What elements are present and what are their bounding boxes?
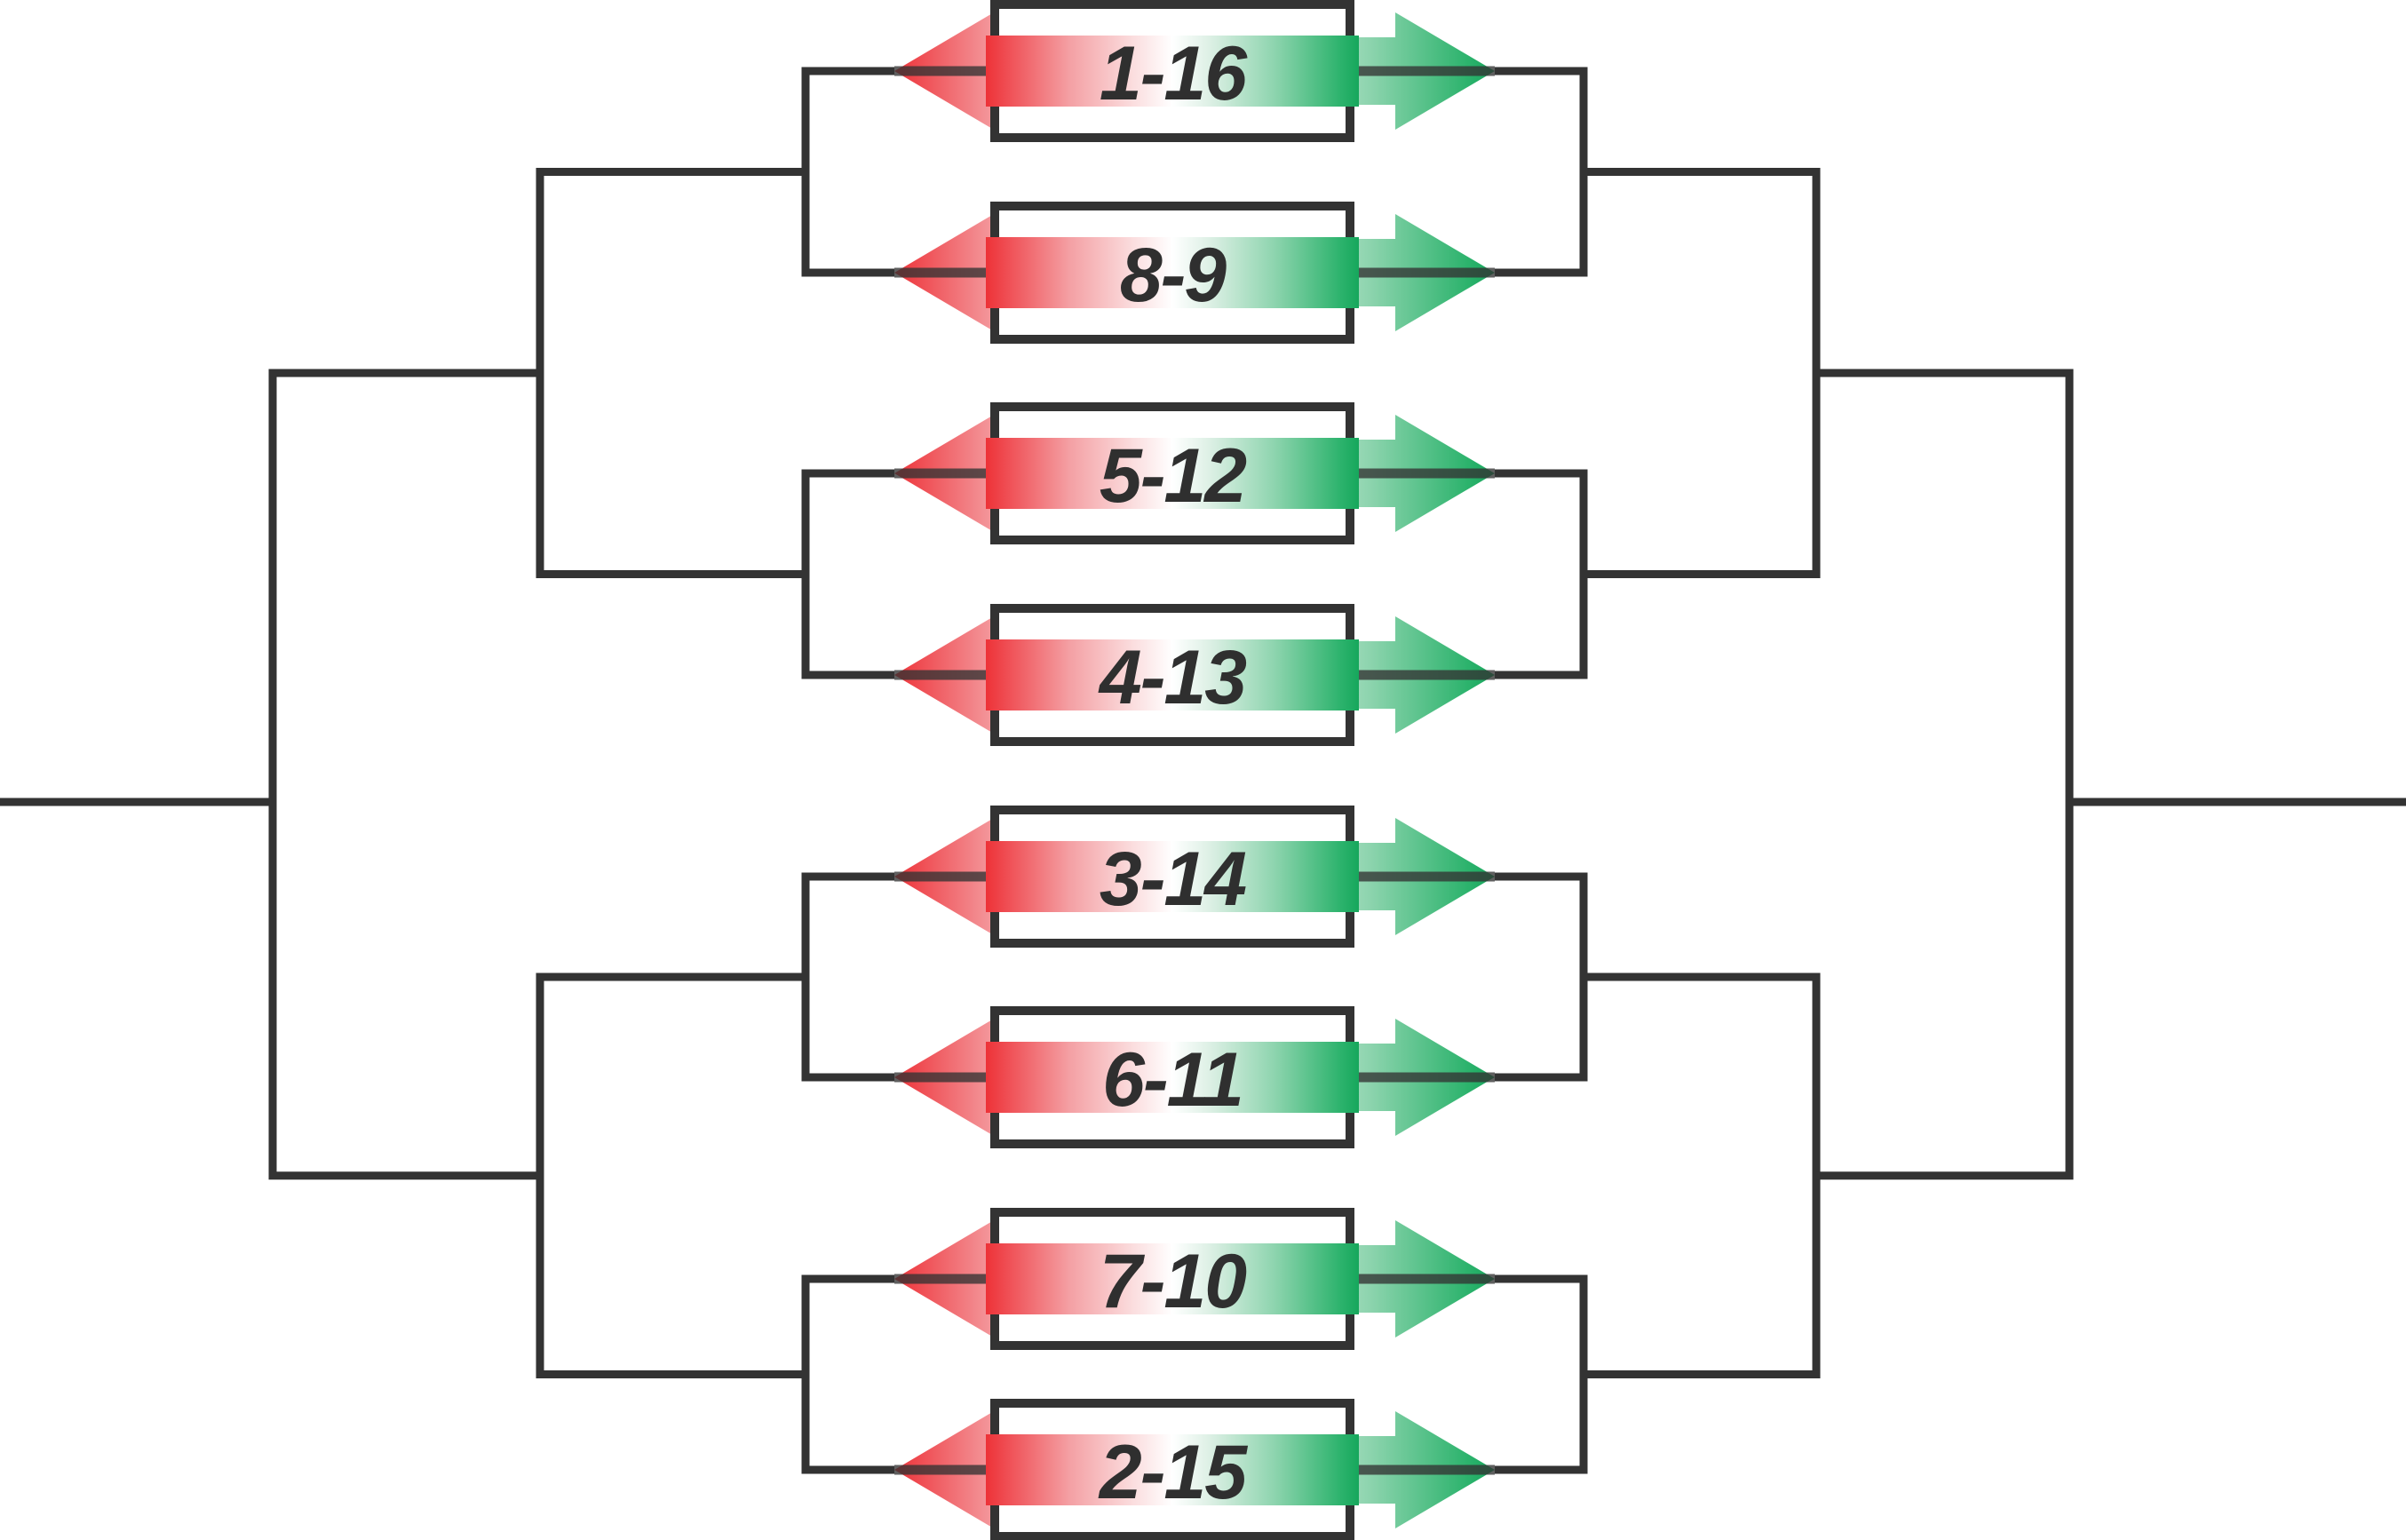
- right-round2-join-2: [1584, 972, 1821, 1378]
- match-band-right: [1172, 1042, 1359, 1113]
- match-label: 7-10: [1100, 1239, 1246, 1324]
- match-band-left: [986, 639, 1172, 710]
- match-band-right: [1172, 841, 1359, 912]
- match-band-left: [986, 1243, 1172, 1314]
- match-label: 8-9: [1120, 233, 1227, 318]
- match-band-left: [986, 237, 1172, 308]
- right-round1-join-2: [1495, 469, 1588, 679]
- match-labels: 1-16 8-9 5-12 4-13 3-14 6-11 7-10 2-15: [1098, 31, 1250, 1515]
- right-round2-join-1: [1584, 168, 1821, 578]
- right-round1-join-3: [1495, 872, 1588, 1082]
- right-round3-join: [1816, 369, 2074, 1180]
- match-label: 6-11: [1102, 1037, 1243, 1123]
- match-bands: [986, 36, 1359, 1505]
- match-band-left: [986, 1042, 1172, 1113]
- match-band-right: [1172, 237, 1359, 308]
- match-band-right: [1172, 639, 1359, 710]
- left-round1-join-3: [801, 872, 894, 1082]
- match-band-left: [986, 841, 1172, 912]
- left-round3-join: [268, 369, 540, 1180]
- left-round1-join-4: [801, 1274, 894, 1474]
- right-round1-join-1: [1495, 67, 1588, 277]
- match-label: 3-14: [1100, 837, 1246, 922]
- match-label: 4-13: [1098, 635, 1246, 720]
- match-band-right: [1172, 1243, 1359, 1314]
- match-band-left: [986, 1434, 1172, 1505]
- match-band-right: [1172, 438, 1359, 509]
- left-round2-join-2: [536, 972, 806, 1378]
- match-label: 2-15: [1098, 1430, 1248, 1515]
- match-band-right: [1172, 36, 1359, 107]
- left-round1-join-2: [801, 469, 894, 679]
- left-round2-join-1: [536, 168, 806, 578]
- match-band-left: [986, 36, 1172, 107]
- match-band-right: [1172, 1434, 1359, 1505]
- right-round1-join-4: [1495, 1274, 1588, 1474]
- match-band-left: [986, 438, 1172, 509]
- left-round1-join-1: [801, 67, 894, 277]
- match-label: 1-16: [1100, 31, 1248, 116]
- bracket-lines: [0, 67, 2406, 1474]
- match-label: 5-12: [1100, 433, 1246, 519]
